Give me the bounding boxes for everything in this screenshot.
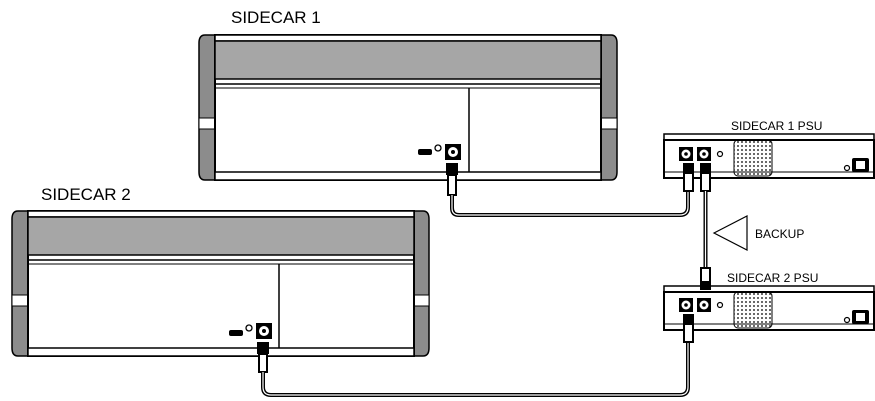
psu-2-label: SIDECAR 2 PSU bbox=[727, 271, 818, 285]
psu-1-output-connectors bbox=[679, 147, 724, 161]
psu-2-vent bbox=[733, 291, 773, 329]
psu-2-output-connectors bbox=[679, 298, 724, 312]
psu-1-vent bbox=[733, 139, 773, 177]
psu-1-power-inlet bbox=[843, 158, 869, 172]
backup-label: BACKUP bbox=[755, 227, 804, 241]
backup-callout bbox=[712, 215, 748, 251]
cable-sidecar-1-to-psu-1 bbox=[446, 163, 694, 217]
cable-backup-link bbox=[700, 163, 711, 290]
psu-2-power-inlet bbox=[843, 310, 869, 324]
psu-1-unit bbox=[663, 133, 875, 179]
sidecar-1-label: SIDECAR 1 bbox=[231, 8, 321, 27]
sidecar-2-unit bbox=[11, 210, 430, 357]
psu-1-label: SIDECAR 1 PSU bbox=[731, 119, 822, 133]
psu-2-unit bbox=[663, 285, 875, 331]
sidecar-2-label: SIDECAR 2 bbox=[41, 185, 131, 204]
sidecar-1-unit bbox=[198, 34, 618, 181]
sidecar-2-connectors bbox=[229, 323, 272, 339]
sidecar-1-connectors bbox=[418, 144, 461, 160]
cable-sidecar-2-to-psu-2 bbox=[257, 314, 694, 397]
